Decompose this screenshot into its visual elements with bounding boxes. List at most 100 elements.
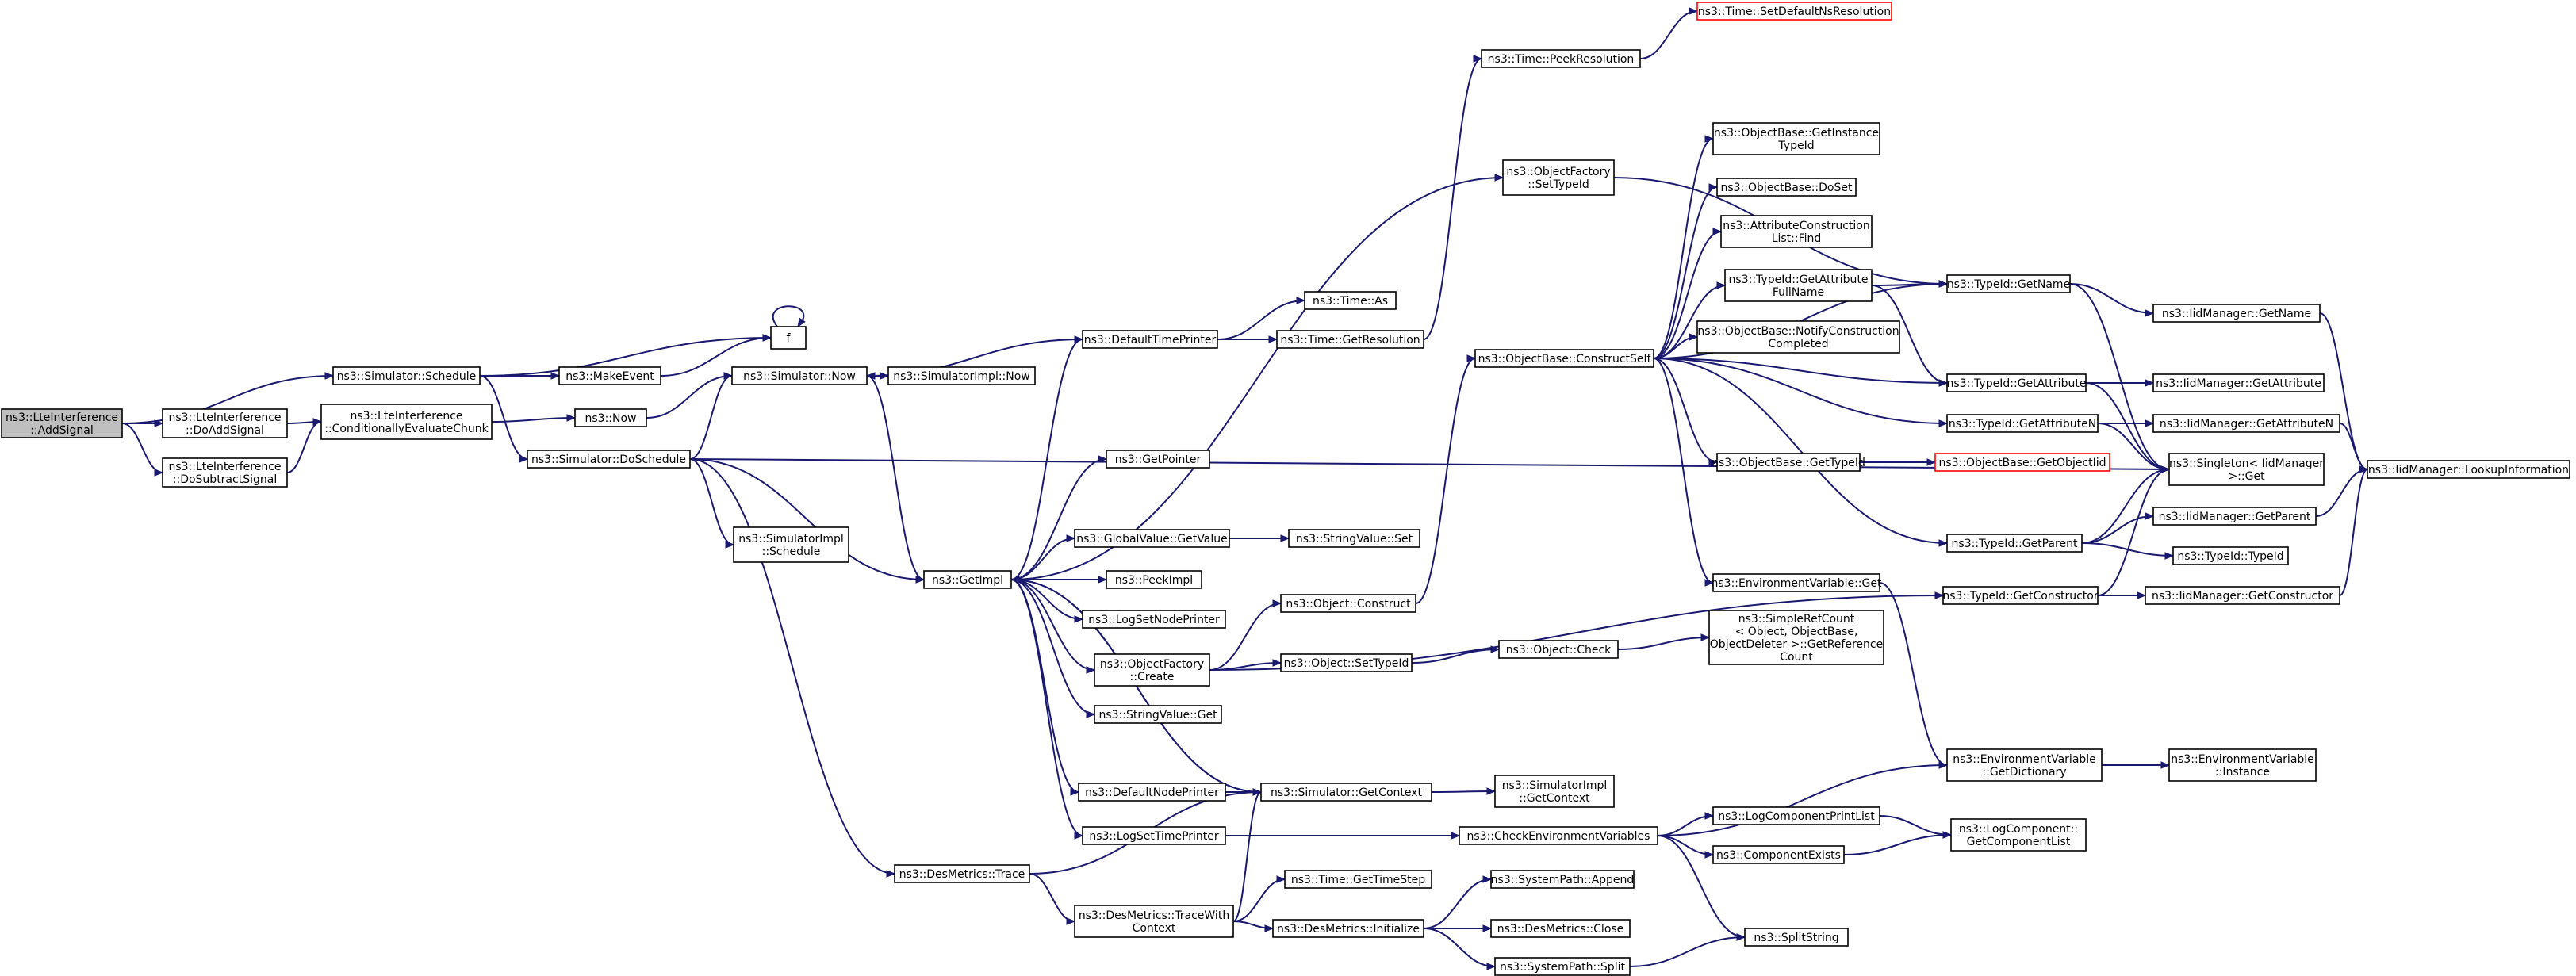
- node-timeas[interactable]: ns3::Time::As: [1304, 291, 1397, 310]
- node-tidgetname[interactable]: ns3::TypeId::GetName: [1946, 274, 2071, 293]
- edge-dtwc-to-dminit: [1232, 921, 1275, 932]
- node-box: [1280, 653, 1413, 672]
- node-svset[interactable]: ns3::StringValue::Set: [1288, 529, 1420, 548]
- node-iidgetctor[interactable]: ns3::IidManager::GetConstructor: [2145, 586, 2340, 605]
- node-tidtid[interactable]: ns3::TypeId::TypeId: [2172, 546, 2289, 565]
- node-sched[interactable]: ns3::Simulator::Schedule: [332, 366, 481, 385]
- node-box: [1260, 783, 1432, 802]
- node-box: [894, 864, 1030, 883]
- node-deftime[interactable]: ns3::DefaultTimePrinter: [1082, 330, 1218, 349]
- edge-root-to-doadd: [121, 419, 164, 427]
- node-lognode[interactable]: ns3::LogSetNodePrinter: [1082, 610, 1226, 629]
- node-tidgetctor[interactable]: ns3::TypeId::GetConstructor: [1942, 586, 2099, 605]
- edge-line: [2081, 469, 2170, 544]
- node-getptr[interactable]: ns3::GetPointer: [1106, 450, 1210, 469]
- node-logtime[interactable]: ns3::LogSetTimePrinter: [1082, 826, 1226, 845]
- node-objcheck[interactable]: ns3::Object::Check: [1498, 640, 1619, 659]
- node-box: [1106, 450, 1210, 469]
- node-defnode[interactable]: ns3::DefaultNodePrinter: [1078, 783, 1226, 802]
- node-box: [2367, 460, 2570, 479]
- edge-arrowhead: [1938, 539, 1949, 547]
- node-cond[interactable]: ns3::LteInterference::ConditionallyEvalu…: [320, 404, 493, 440]
- node-checkenv[interactable]: ns3::CheckEnvironmentVariables: [1459, 826, 1658, 845]
- node-iidgetparent[interactable]: ns3::IidManager::GetParent: [2152, 507, 2317, 526]
- node-tidgetparent[interactable]: ns3::TypeId::GetParent: [1946, 534, 2083, 553]
- node-logcpl[interactable]: ns3::LogComponentPrintList: [1712, 806, 1880, 825]
- node-obnotify[interactable]: ns3::ObjectBase::NotifyConstructionCompl…: [1696, 320, 1900, 354]
- node-tidgetattrn[interactable]: ns3::TypeId::GetAttributeN: [1946, 414, 2099, 433]
- node-objconst[interactable]: ns3::Object::Construct: [1280, 594, 1416, 613]
- node-envinst[interactable]: ns3::EnvironmentVariable::Instance: [2168, 748, 2317, 782]
- node-objsettid[interactable]: ns3::Object::SetTypeId: [1280, 653, 1413, 672]
- node-simimplsched[interactable]: ns3::SimulatorImpl::Schedule: [733, 526, 849, 563]
- node-label-line: ::GetContext: [1519, 792, 1590, 805]
- edge-arrowhead: [1942, 831, 1953, 839]
- node-iidgetname[interactable]: ns3::IidManager::GetName: [2152, 304, 2321, 323]
- node-simgetctx[interactable]: ns3::Simulator::GetContext: [1260, 783, 1432, 802]
- node-label-line: ns3::SplitString: [1754, 932, 1838, 944]
- node-svget[interactable]: ns3::StringValue::Get: [1094, 705, 1222, 724]
- node-iidgetattr[interactable]: ns3::IidManager::GetAttribute: [2152, 373, 2325, 392]
- node-destrace[interactable]: ns3::DesMetrics::Trace: [894, 864, 1030, 883]
- node-mkev[interactable]: ns3::MakeEvent: [558, 366, 661, 385]
- edge-arrowhead: [519, 455, 529, 463]
- node-gettimestep[interactable]: ns3::Time::GetTimeStep: [1284, 870, 1432, 889]
- node-splitstr[interactable]: ns3::SplitString: [1744, 928, 1849, 947]
- edge-line: [1217, 300, 1305, 340]
- node-getimpl[interactable]: ns3::GetImpl: [923, 570, 1012, 589]
- node-box: [733, 526, 849, 563]
- node-envdict[interactable]: ns3::EnvironmentVariable::GetDictionary: [1946, 748, 2103, 782]
- edge-arrowhead: [1704, 579, 1715, 587]
- node-label-line: ::SetTypeId: [1528, 178, 1589, 191]
- node-envget[interactable]: ns3::EnvironmentVariable::Get: [1712, 573, 1882, 592]
- edge-obconst-to-obgettid: [1653, 358, 1719, 466]
- node-box: [320, 404, 493, 440]
- edge-line: [121, 423, 163, 473]
- node-dminit[interactable]: ns3::DesMetrics::Initialize: [1272, 919, 1424, 938]
- node-peekres[interactable]: ns3::Time::PeekResolution: [1481, 49, 1641, 68]
- node-getcomplist[interactable]: ns3::LogComponent::GetComponentList: [1950, 818, 2087, 852]
- edge-dosub-to-cond: [286, 418, 323, 473]
- node-simimplctx[interactable]: ns3::SimulatorImpl::GetContext: [1494, 775, 1615, 808]
- node-compexists[interactable]: ns3::ComponentExists: [1712, 845, 1845, 864]
- node-getres[interactable]: ns3::Time::GetResolution: [1276, 330, 1424, 349]
- node-simnow[interactable]: ns3::Simulator::Now: [731, 366, 868, 385]
- node-gvget[interactable]: ns3::GlobalValue::GetValue: [1074, 529, 1230, 548]
- node-singleton[interactable]: ns3::Singleton< IidManager>::Get: [2168, 453, 2325, 486]
- node-srcget[interactable]: ns3::SimpleRefCount< Object, ObjectBase,…: [1708, 610, 1884, 665]
- node-ofcreate[interactable]: ns3::ObjectFactory::Create: [1094, 653, 1210, 687]
- edge-arrowhead: [1070, 788, 1080, 796]
- node-peekimpl[interactable]: ns3::PeekImpl: [1106, 570, 1202, 589]
- node-tidgetattr[interactable]: ns3::TypeId::GetAttribute: [1946, 373, 2087, 392]
- node-now[interactable]: ns3::Now: [574, 408, 647, 427]
- node-label-line: ns3::TypeId::GetParent: [1952, 538, 2078, 550]
- node-dosub[interactable]: ns3::LteInterference::DoSubtractSignal: [162, 457, 288, 488]
- node-label-line: ns3::SimpleRefCount: [1738, 613, 1855, 626]
- node-label-line: ns3::LteInterference: [350, 410, 462, 423]
- node-simimplnow[interactable]: ns3::SimulatorImpl::Now: [887, 366, 1036, 385]
- node-iidgetattrn[interactable]: ns3::IidManager::GetAttributeN: [2152, 414, 2340, 433]
- node-obdoset[interactable]: ns3::ObjectBase::DoSet: [1716, 178, 1857, 197]
- node-setdefres[interactable]: ns3::Time::SetDefaultNsResolution: [1696, 2, 1892, 21]
- node-f[interactable]: f: [770, 326, 807, 350]
- node-box: [1696, 2, 1892, 21]
- node-root[interactable]: ns3::LteInterference::AddSignal: [1, 408, 123, 438]
- node-obgetoiid[interactable]: ns3::ObjectBase::GetObjectIid: [1934, 453, 2110, 472]
- node-dmclose[interactable]: ns3::DesMetrics::Close: [1490, 919, 1631, 938]
- node-spsplit[interactable]: ns3::SystemPath::Split: [1494, 957, 1631, 976]
- node-dosched[interactable]: ns3::Simulator::DoSchedule: [527, 450, 691, 469]
- edge-root-to-dosub: [121, 423, 164, 477]
- node-ofsettid[interactable]: ns3::ObjectFactory::SetTypeId: [1502, 159, 1615, 196]
- node-spappend[interactable]: ns3::SystemPath::Append: [1490, 870, 1635, 889]
- node-obgettid[interactable]: ns3::ObjectBase::GetTypeId: [1712, 453, 1865, 472]
- edge-getimpl-to-lognode: [1010, 579, 1084, 623]
- edge-mkev-to-f: [660, 334, 772, 377]
- edge-getres-to-peekres: [1423, 55, 1483, 340]
- node-doadd[interactable]: ns3::LteInterference::DoAddSignal: [162, 408, 288, 438]
- node-obconst[interactable]: ns3::ObjectBase::ConstructSelf: [1474, 349, 1654, 368]
- node-iidlookup[interactable]: ns3::IidManager::LookupInformation: [2367, 460, 2570, 479]
